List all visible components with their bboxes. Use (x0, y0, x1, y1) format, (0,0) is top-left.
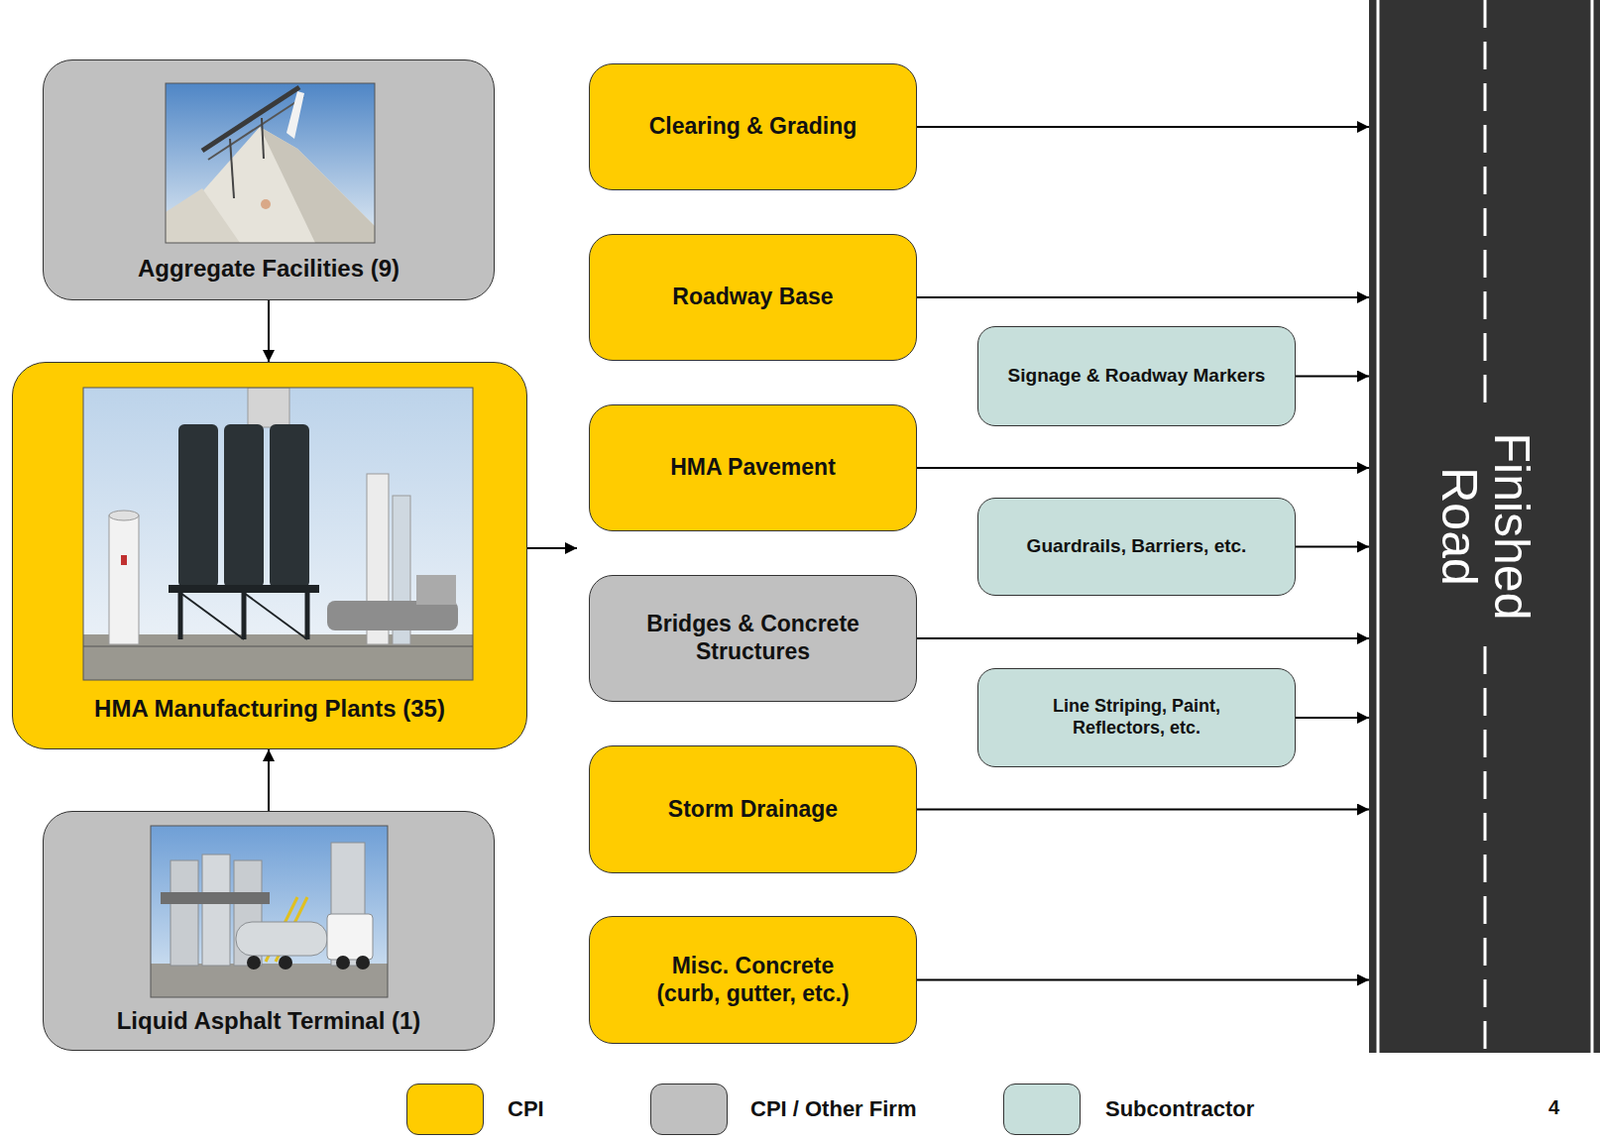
terminal-photo (150, 825, 388, 998)
flow-arrow (916, 637, 1370, 640)
legend-text: Subcontractor (1105, 1095, 1255, 1124)
supply-arrow (527, 547, 577, 550)
flow-arrow (267, 749, 270, 811)
page-number: 4 (1548, 1096, 1560, 1120)
legend-swatch (1003, 1083, 1081, 1136)
road-label: Finished Road (1432, 433, 1537, 621)
road-center-line (1484, 0, 1487, 409)
process-box: Misc. Concrete (curb, gutter, etc.) (588, 915, 917, 1044)
legend-swatch (406, 1083, 484, 1136)
aggregate-photo (165, 83, 375, 243)
subcontractor-box: Signage & Roadway Markers (977, 326, 1296, 427)
box-label: Aggregate Facilities (9) (137, 254, 400, 284)
box-label: Roadway Base (672, 283, 833, 312)
box-label: HMA Manufacturing Plants (35) (94, 694, 446, 724)
subcontractor-box: Line Striping, Paint, Reflectors, etc. (977, 668, 1296, 768)
process-box: Roadway Base (588, 233, 917, 361)
flow-arrow (916, 808, 1370, 811)
process-box: HMA Pavement (588, 404, 917, 532)
process-box: Storm Drainage (588, 745, 917, 874)
legend-text: CPI (507, 1095, 545, 1124)
process-box: Bridges & Concrete Structures (588, 574, 917, 702)
box-label: Misc. Concrete (curb, gutter, etc.) (647, 952, 860, 1008)
flow-arrow (267, 300, 270, 362)
box-label: Guardrails, Barriers, etc. (1027, 535, 1248, 559)
flow-arrow (916, 979, 1370, 982)
photo-frame (165, 83, 375, 243)
box-label: Line Striping, Paint, Reflectors, etc. (1037, 695, 1237, 739)
flow-arrow (1295, 716, 1370, 719)
box-label: Signage & Roadway Markers (1008, 364, 1266, 388)
plant-photo (83, 387, 473, 681)
box-label: HMA Pavement (670, 454, 836, 482)
road-edge-line (1591, 0, 1595, 1053)
facility-box: Liquid Asphalt Terminal (1) (42, 810, 495, 1051)
legend-text: CPI / Other Firm (750, 1095, 916, 1124)
facility-box: Aggregate Facilities (9) (42, 59, 495, 301)
road-edge-line (1376, 0, 1380, 1053)
flow-arrow (916, 125, 1370, 128)
flow-arrow (1295, 546, 1370, 549)
box-label: Clearing & Grading (649, 113, 858, 141)
box-label: Bridges & Concrete Structures (614, 610, 893, 666)
legend-swatch (650, 1083, 728, 1136)
photo-frame (150, 825, 388, 998)
process-box: Clearing & Grading (588, 63, 917, 191)
box-label: Storm Drainage (668, 796, 838, 824)
road-band: Finished Road (1369, 0, 1600, 1053)
flow-arrow (1295, 375, 1370, 378)
plant-box: HMA Manufacturing Plants (35) (11, 361, 528, 750)
flow-arrow (916, 296, 1370, 299)
photo-frame (83, 387, 473, 681)
subcontractor-box: Guardrails, Barriers, etc. (977, 497, 1296, 596)
flow-arrow (916, 466, 1370, 469)
road-center-line (1484, 646, 1487, 1053)
box-label: Liquid Asphalt Terminal (1) (116, 1007, 422, 1036)
